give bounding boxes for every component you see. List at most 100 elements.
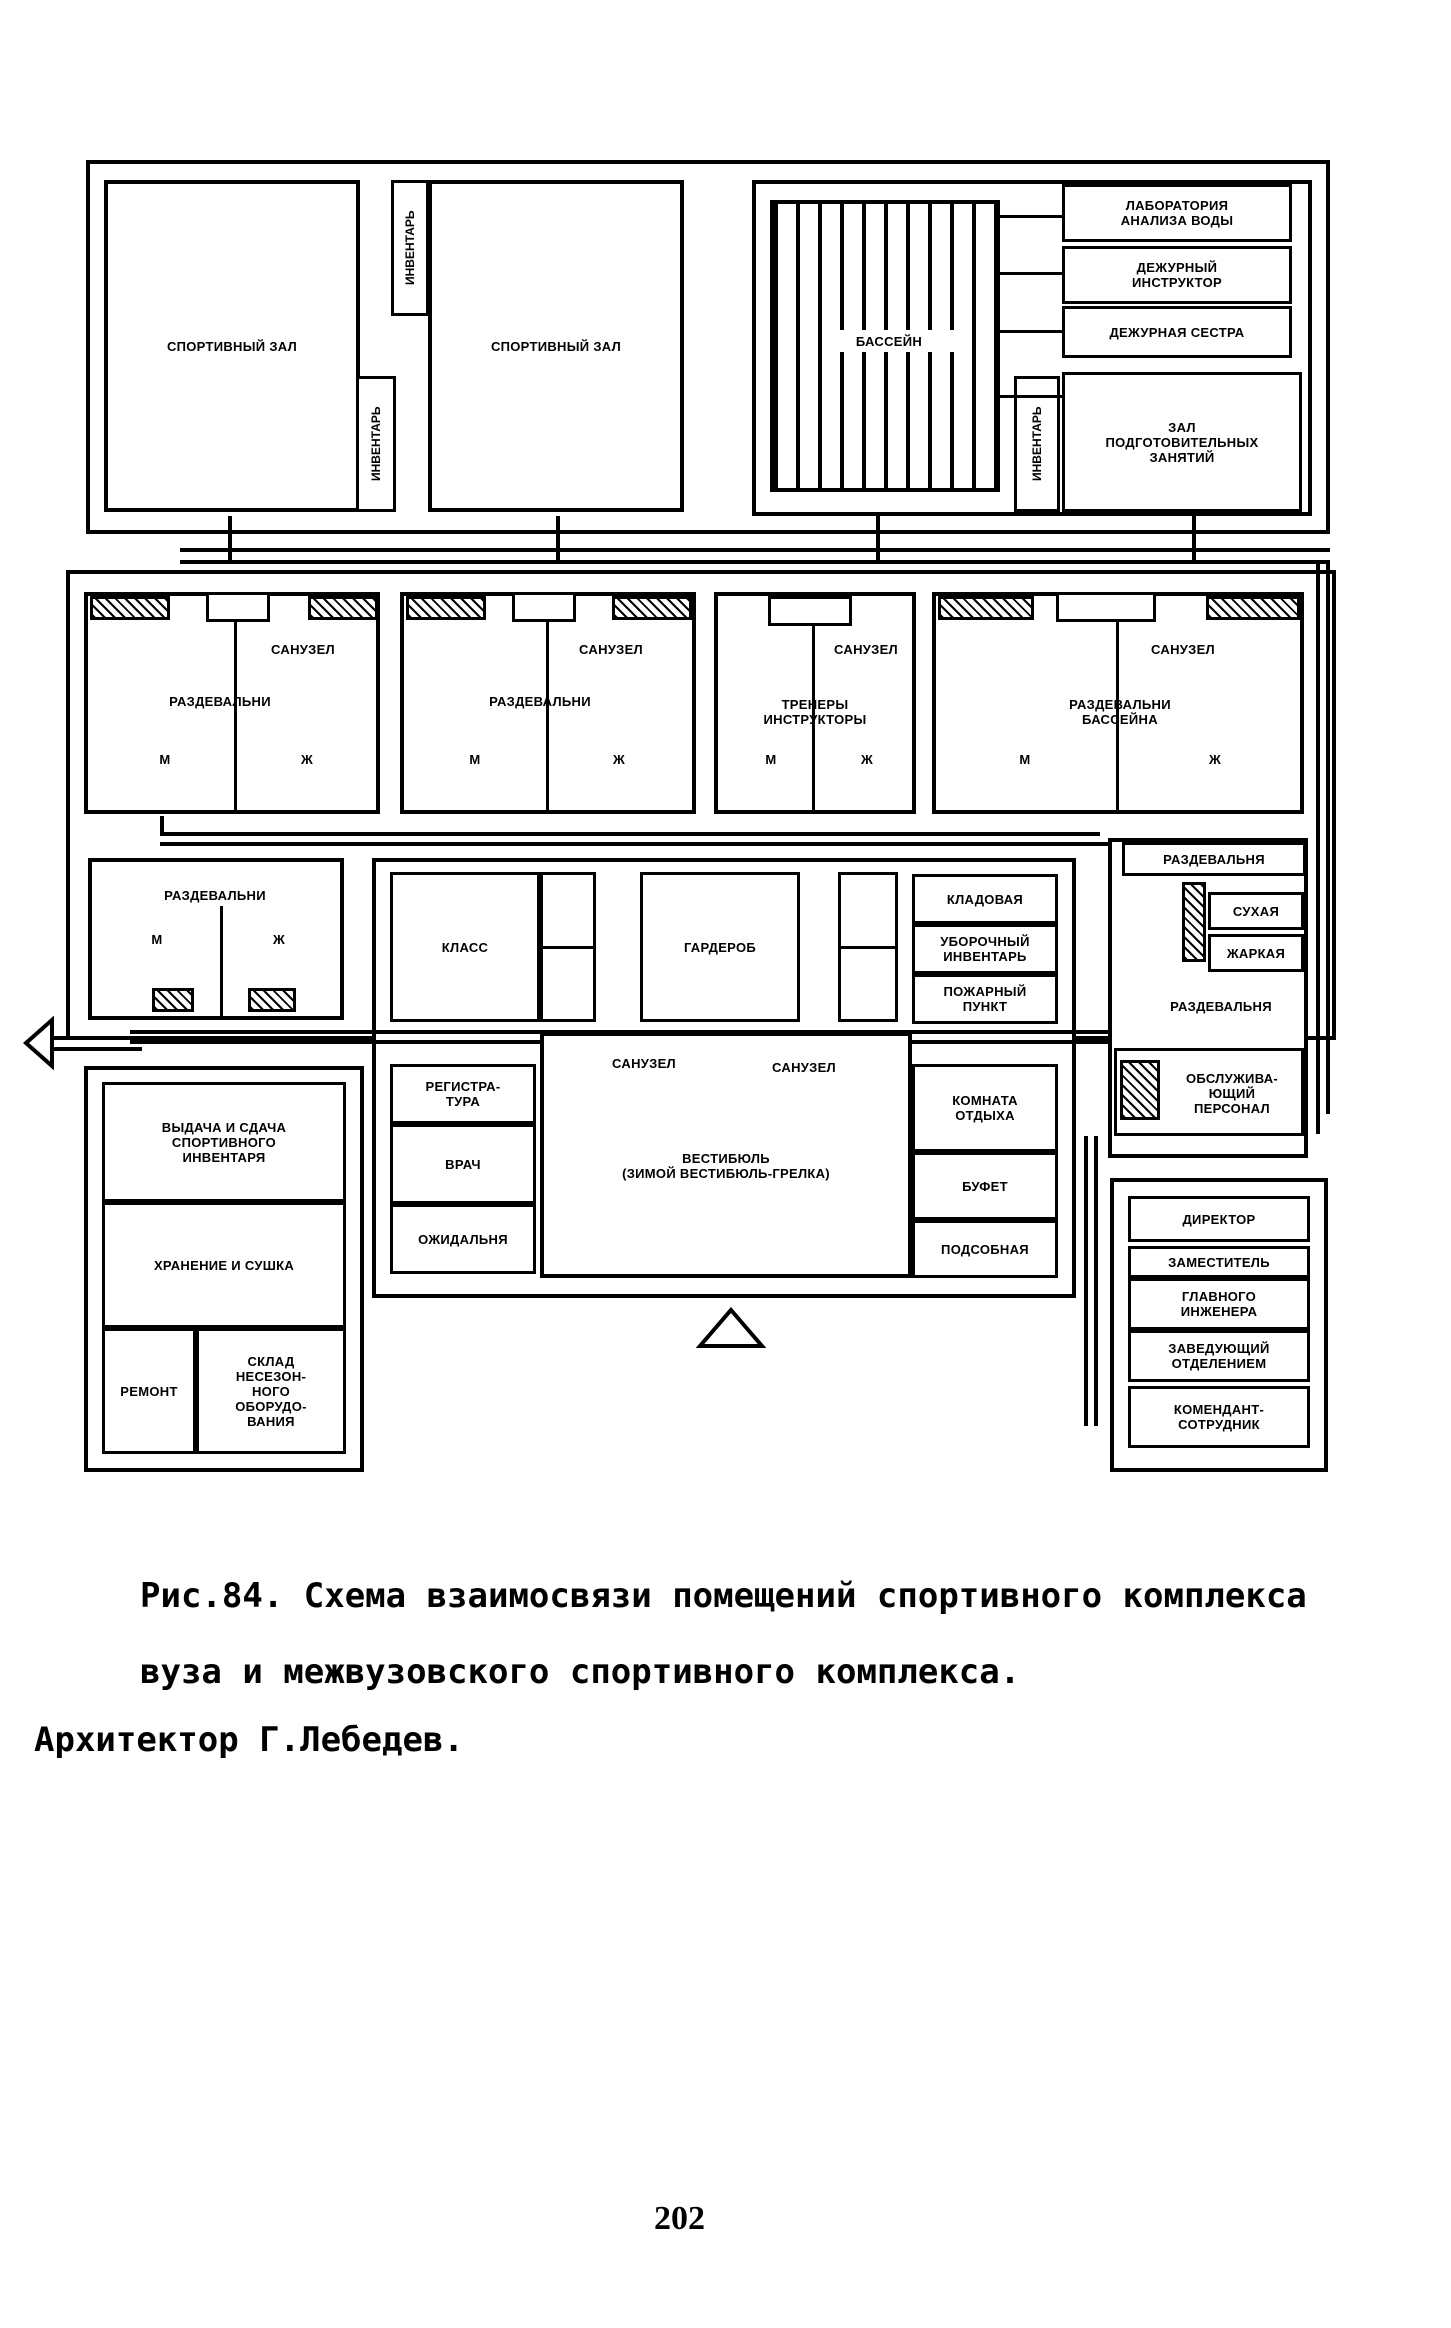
wc-cabin xyxy=(512,592,576,622)
fire-post-label: ПОЖАРНЫЙ ПУНКТ xyxy=(943,984,1027,1014)
sauna-dry: СУХАЯ xyxy=(1208,892,1304,930)
duty-instructor-label: ДЕЖУРНЫЙ ИНСТРУКТОР xyxy=(1132,260,1222,290)
sauna-locker-bottom-label: РАЗДЕВАЛЬНЯ xyxy=(1170,998,1272,1014)
repair: РЕМОНТ xyxy=(102,1328,196,1454)
page-number: 202 xyxy=(654,2200,705,2237)
divider xyxy=(1116,620,1119,812)
bench-hatch xyxy=(406,596,486,620)
female-label: Ж xyxy=(1208,751,1222,767)
corridor-line xyxy=(876,516,880,564)
pool-label: БАССЕЙН xyxy=(824,330,954,352)
connector xyxy=(1000,395,1062,398)
wc-cabin xyxy=(206,592,270,622)
female-label: Ж xyxy=(300,751,314,767)
bench-hatch xyxy=(612,596,692,620)
registry: РЕГИСТРА- ТУРА xyxy=(390,1064,536,1124)
male-label: М xyxy=(1019,751,1031,767)
inventory-3: ИНВЕНТАРЬ xyxy=(1014,376,1060,512)
locker-1-label: РАЗДЕВАЛЬНИ xyxy=(169,693,271,709)
commandant-label: КОМЕНДАНТ- СОТРУДНИК xyxy=(1173,1402,1265,1432)
bench-hatch xyxy=(1182,882,1206,962)
buffet: БУФЕТ xyxy=(912,1152,1058,1220)
divider xyxy=(812,624,815,812)
storage-drying-label: ХРАНЕНИЕ И СУШКА xyxy=(153,1257,295,1273)
pool: БАССЕЙН xyxy=(770,200,1000,492)
male-label: М xyxy=(469,751,481,767)
cleaning-inventory: УБОРОЧНЫЙ ИНВЕНТАРЬ xyxy=(912,924,1058,974)
director: ДИРЕКТОР xyxy=(1128,1196,1310,1242)
registry-label: РЕГИСТРА- ТУРА xyxy=(425,1079,501,1109)
sport-hall-2-label: СПОРТИВНЫЙ ЗАЛ xyxy=(490,338,622,354)
divider xyxy=(546,620,549,812)
female-label: Ж xyxy=(272,931,286,947)
bench-hatch xyxy=(152,988,194,1012)
buffet-label: БУФЕТ xyxy=(962,1178,1008,1194)
deputy: ЗАМЕСТИТЕЛЬ xyxy=(1128,1246,1310,1278)
wardrobe: ГАРДЕРОБ xyxy=(640,872,800,1022)
inventory-3-label: ИНВЕНТАРЬ xyxy=(1030,406,1044,482)
class-room: КЛАСС xyxy=(390,872,540,1022)
trainers-room xyxy=(714,592,916,814)
wc-4-label: САНУЗЕЛ xyxy=(1151,641,1215,657)
wc-5-label: САНУЗЕЛ xyxy=(612,1055,676,1071)
corridor-line xyxy=(228,516,232,564)
waiting-label: ОЖИДАЛЬНЯ xyxy=(418,1231,508,1247)
bench-hatch xyxy=(1206,596,1300,620)
fire-post: ПОЖАРНЫЙ ПУНКТ xyxy=(912,974,1058,1024)
wc-6-label: САНУЗЕЛ xyxy=(772,1059,836,1075)
female-label: Ж xyxy=(612,751,626,767)
divider xyxy=(220,906,223,1018)
sport-hall-1: СПОРТИВНЫЙ ЗАЛ xyxy=(104,180,360,512)
sauna-locker-top: РАЗДЕВАЛЬНЯ xyxy=(1122,842,1306,876)
pool-locker-label: РАЗДЕВАЛЬНИ БАССЕЙНА xyxy=(1069,697,1171,727)
dept-head-label: ЗАВЕДУЮЩИЙ ОТДЕЛЕНИЕМ xyxy=(1168,1341,1270,1371)
class-label: КЛАСС xyxy=(441,939,489,955)
caption-line-1: Рис.84. Схема взаимосвязи помещений спор… xyxy=(140,1576,1307,1616)
wc-1-label: САНУЗЕЛ xyxy=(271,641,335,657)
inventory-1-label: ИНВЕНТАРЬ xyxy=(369,406,383,482)
lobby-label: ВЕСТИБЮЛЬ (ЗИМОЙ ВЕСТИБЮЛЬ-ГРЕЛКА) xyxy=(622,1151,830,1181)
sauna-hot-label: ЖАРКАЯ xyxy=(1226,945,1286,961)
duty-nurse-label: ДЕЖУРНАЯ СЕСТРА xyxy=(1109,324,1245,340)
corridor-line xyxy=(160,816,164,834)
bench-hatch xyxy=(90,596,170,620)
wc-3-label: САНУЗЕЛ xyxy=(834,641,898,657)
bench-hatch xyxy=(1120,1060,1160,1120)
wc-cabin xyxy=(768,596,852,626)
locker-1 xyxy=(84,592,380,814)
female-label: Ж xyxy=(860,751,874,767)
corridor-line xyxy=(1192,516,1196,564)
prep-hall-label: ЗАЛ ПОДГОТОВИТЕЛЬНЫХ ЗАНЯТИЙ xyxy=(1105,419,1259,465)
bench-hatch xyxy=(248,988,296,1012)
water-lab-label: ЛАБОРАТОРИЯ АНАЛИЗА ВОДЫ xyxy=(1120,198,1234,228)
sauna-locker-top-label: РАЗДЕВАЛЬНЯ xyxy=(1163,851,1265,867)
sauna-dry-label: СУХАЯ xyxy=(1232,903,1280,919)
corridor-line xyxy=(160,832,1100,836)
bench-hatch xyxy=(938,596,1034,620)
director-label: ДИРЕКТОР xyxy=(1182,1211,1256,1227)
exit-arrow-icon xyxy=(22,1016,142,1070)
connector xyxy=(1000,272,1062,275)
rest-room: КОМНАТА ОТДЫХА xyxy=(912,1064,1058,1152)
chief-engineer-label: ГЛАВНОГО ИНЖЕНЕРА xyxy=(1180,1289,1258,1319)
corridor-line xyxy=(160,842,1130,846)
connector xyxy=(1000,215,1062,218)
entrance-arrow-icon xyxy=(696,1306,766,1348)
utility-label: ПОДСОБНАЯ xyxy=(941,1241,1029,1257)
prep-hall: ЗАЛ ПОДГОТОВИТЕЛЬНЫХ ЗАНЯТИЙ xyxy=(1062,372,1302,512)
dept-head: ЗАВЕДУЮЩИЙ ОТДЕЛЕНИЕМ xyxy=(1128,1330,1310,1382)
offseason-storage: СКЛАД НЕСЕЗОН- НОГО ОБОРУДО- ВАНИЯ xyxy=(196,1328,346,1454)
chief-engineer: ГЛАВНОГО ИНЖЕНЕРА xyxy=(1128,1278,1310,1330)
equip-issue: ВЫДАЧА И СДАЧА СПОРТИВНОГО ИНВЕНТАРЯ xyxy=(102,1082,346,1202)
deputy-label: ЗАМЕСТИТЕЛЬ xyxy=(1168,1254,1270,1270)
storeroom: КЛАДОВАЯ xyxy=(912,874,1058,924)
sauna-hot: ЖАРКАЯ xyxy=(1208,934,1304,972)
storage-drying: ХРАНЕНИЕ И СУШКА xyxy=(102,1202,346,1328)
inventory-1: ИНВЕНТАРЬ xyxy=(356,376,396,512)
offseason-label: СКЛАД НЕСЕЗОН- НОГО ОБОРУДО- ВАНИЯ xyxy=(235,1353,307,1429)
locker-2-label: РАЗДЕВАЛЬНИ xyxy=(489,693,591,709)
cleaning-label: УБОРОЧНЫЙ ИНВЕНТАРЬ xyxy=(940,934,1030,964)
corridor-line xyxy=(1094,1136,1098,1426)
sport-hall-2: СПОРТИВНЫЙ ЗАЛ xyxy=(428,180,684,512)
inventory-2-label: ИНВЕНТАРЬ xyxy=(403,210,417,286)
